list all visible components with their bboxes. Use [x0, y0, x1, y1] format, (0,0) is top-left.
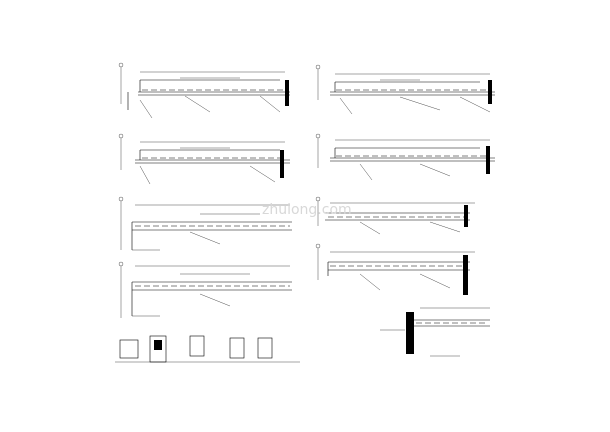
watermark: zhulong.com [262, 202, 352, 218]
beam-section-5 [118, 196, 292, 251]
column-detail [380, 307, 490, 357]
beam-section-3 [118, 133, 290, 185]
beam-section-1 [118, 62, 290, 119]
beam-section-8 [315, 243, 475, 295]
beam-section-2 [315, 64, 495, 115]
beam-section-6 [315, 196, 475, 235]
beam-section-7 [118, 261, 292, 318]
small-details-row [115, 335, 300, 363]
beam-section-4 [315, 133, 495, 181]
